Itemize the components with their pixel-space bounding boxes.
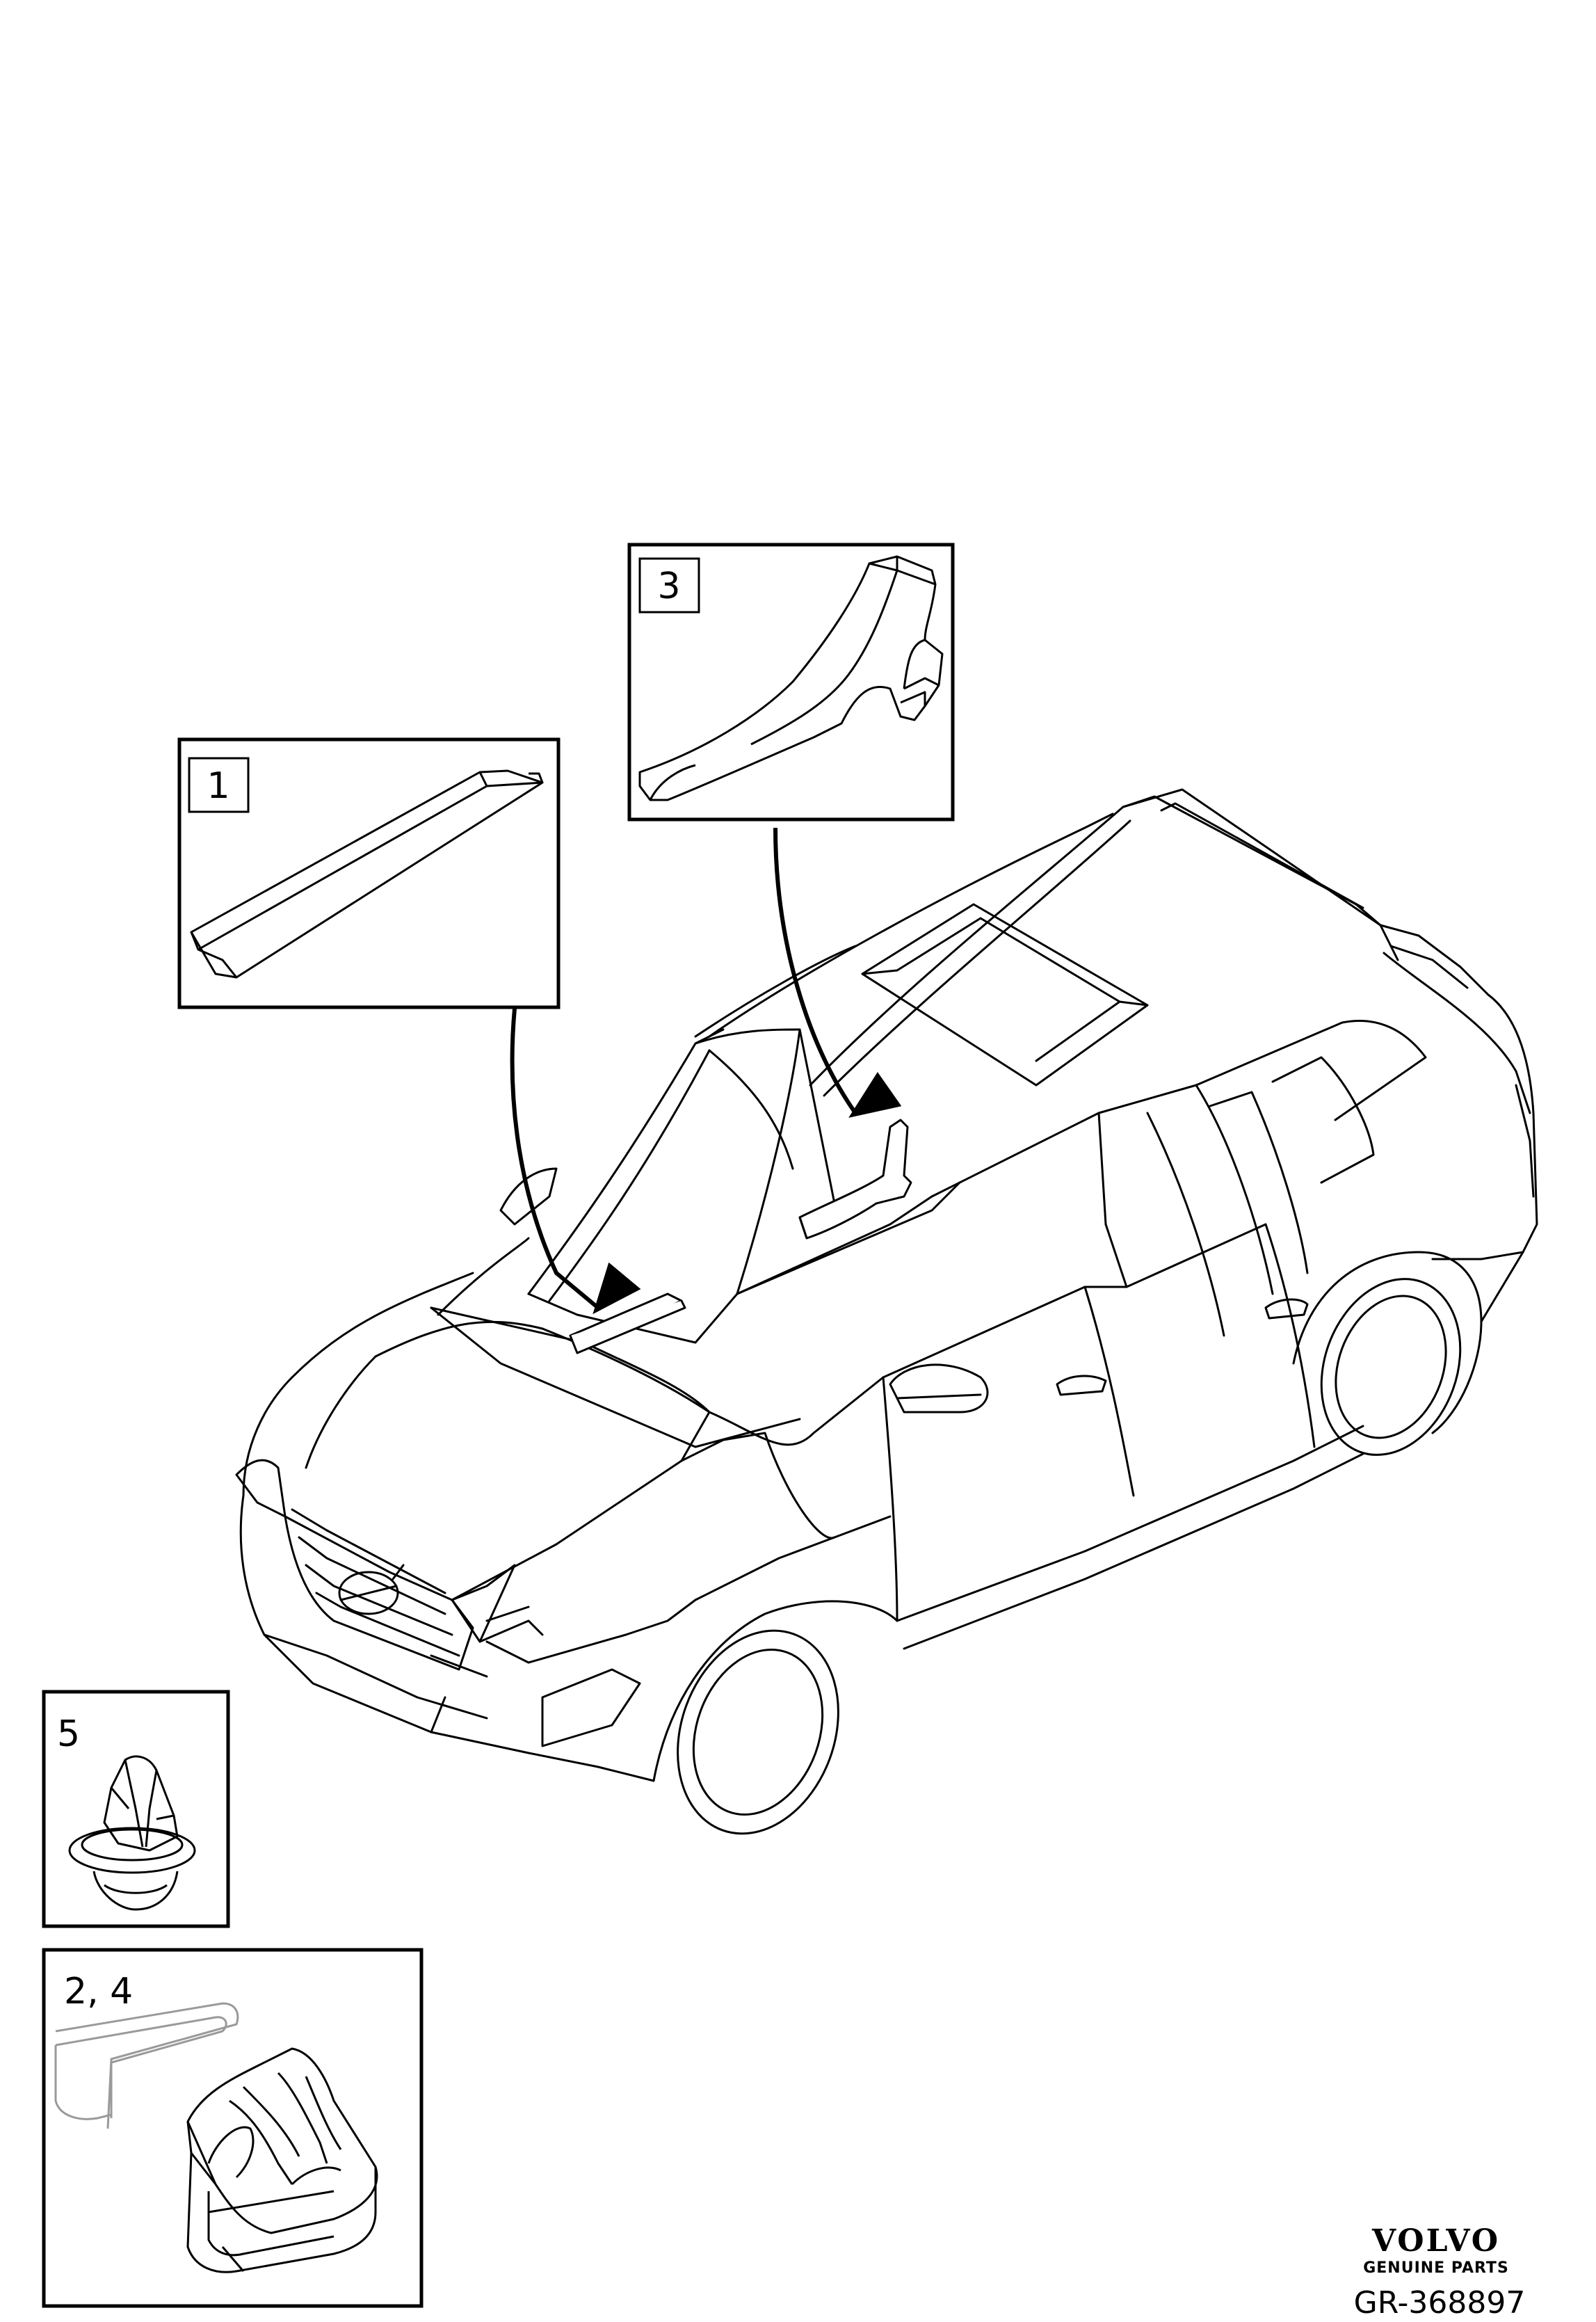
- part-2-4-spring-clip: [186, 2047, 378, 2273]
- arrow-part-3: [773, 827, 902, 1118]
- part-1-trim-strip: [190, 769, 544, 979]
- callout-box-1: 1: [177, 737, 561, 1009]
- leader-arrows: [510, 827, 902, 1315]
- callout-box-2-4: 2, 4: [42, 1948, 424, 2308]
- callout-label-5: 5: [57, 1713, 80, 1755]
- vehicle-illustration: [235, 788, 1538, 1835]
- callout-box-5: 5: [42, 1690, 230, 1928]
- arrow-part-1: [510, 1008, 641, 1315]
- callout-box-3: 3: [627, 543, 955, 822]
- brand-tagline: GENUINE PARTS: [1363, 2259, 1509, 2277]
- installed-part-1: [569, 1292, 686, 1354]
- installed-part-3: [798, 1119, 912, 1240]
- panel-edge-ghost: [54, 2002, 239, 2129]
- illustration-id: GR-368897: [1353, 2285, 1526, 2321]
- callout-label-1: 1: [207, 765, 229, 807]
- volvo-logo-icon: VOLVO: [1371, 2223, 1501, 2259]
- part-5-push-clip: [68, 1755, 196, 1911]
- callout-label-2-4: 2, 4: [64, 1971, 133, 2012]
- part-3-pillar-trim: [638, 555, 944, 801]
- callout-label-3: 3: [657, 566, 680, 607]
